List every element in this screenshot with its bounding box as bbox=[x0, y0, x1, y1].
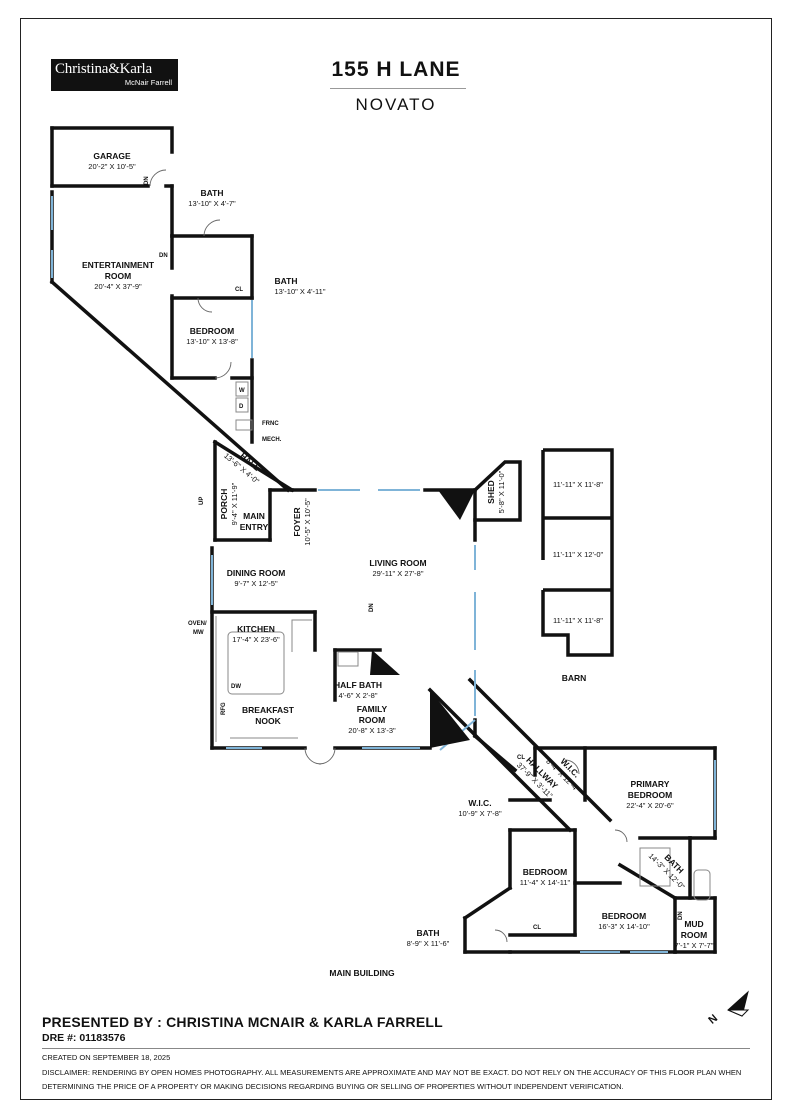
mud-room-dims: 7'-1" X 7'-7" bbox=[674, 941, 713, 950]
wic-left-dims: 10'-9" X 7'-8" bbox=[458, 809, 502, 818]
kitchen-dims: 17'-4" X 23'-6" bbox=[232, 635, 280, 644]
bath-top-dims: 13'-10" X 4'-7" bbox=[188, 199, 236, 208]
property-city: NOVATO bbox=[355, 95, 437, 114]
barn-walls bbox=[541, 448, 614, 657]
bath-bottom-label: BATH bbox=[417, 928, 440, 938]
logo-surnames: McNair Farrell bbox=[124, 78, 172, 87]
presented-by: PRESENTED BY : CHRISTINA MCNAIR & KARLA … bbox=[42, 1014, 443, 1030]
room-labels: GARAGE 20'-2" X 10'-5" BATH 13'-10" X 4'… bbox=[82, 151, 714, 978]
stairs-dn-entertainment: DN bbox=[159, 253, 168, 259]
interior-details bbox=[215, 381, 711, 901]
oven-label-2: MW bbox=[193, 630, 204, 636]
barn-room-1-dims: 11'-11" X 11'-8" bbox=[553, 480, 603, 489]
closet-label-bottom: CL bbox=[533, 925, 541, 931]
compass-north-label: N bbox=[706, 1012, 720, 1026]
property-address: 155 H LANE bbox=[331, 58, 461, 81]
shed-dims: 5'-8" X 11'-0" bbox=[497, 470, 506, 513]
kitchen-label: KITCHEN bbox=[237, 624, 275, 634]
bath-mid-label: BATH bbox=[275, 276, 298, 286]
family-room-label: FAMILY bbox=[357, 704, 388, 714]
washer-label: W bbox=[239, 388, 245, 394]
stairs-up-porch: UP bbox=[199, 497, 205, 505]
family-room-label-2: ROOM bbox=[359, 715, 385, 725]
half-bath-corner bbox=[370, 650, 400, 675]
living-room-label: LIVING ROOM bbox=[369, 558, 426, 568]
living-room-dims: 29'-11" X 27'-8" bbox=[373, 569, 424, 578]
fixture-labels: DN DN CL W D FRNC MECH. UP FP DN OVEN/ M… bbox=[144, 176, 684, 931]
fireplace-label: FP bbox=[454, 505, 464, 515]
foyer-dims: 10'-5" X 10'-5" bbox=[303, 498, 312, 546]
stairs-dn-mud: DN bbox=[678, 911, 684, 920]
main-building-label: MAIN BUILDING bbox=[329, 968, 395, 978]
primary-bedroom-dims: 22'-4" X 20'-6" bbox=[626, 801, 674, 810]
primary-bedroom-label-2: BEDROOM bbox=[628, 790, 672, 800]
bath-mid-dims: 13'-10" X 4'-11" bbox=[275, 287, 326, 296]
stairs-dn-garage: DN bbox=[144, 176, 150, 185]
garage-dims: 20'-2" X 10'-5" bbox=[88, 162, 136, 171]
bath-bottom-dims: 8'-9" X 11'-6" bbox=[407, 939, 450, 948]
windows bbox=[51, 196, 716, 953]
stairs-dn-living: DN bbox=[369, 603, 375, 612]
doors bbox=[149, 169, 628, 943]
created-date: CREATED ON SEPTEMBER 18, 2025 bbox=[42, 1053, 171, 1062]
garage-label: GARAGE bbox=[93, 151, 131, 161]
porch-label: PORCH bbox=[219, 489, 229, 520]
oven-label: OVEN/ bbox=[188, 621, 207, 627]
brand-logo: Christina&Karla McNair Farrell bbox=[51, 59, 178, 91]
exterior-walls bbox=[49, 126, 717, 954]
closet-label-top: CL bbox=[235, 287, 243, 293]
bedroom-top-label: BEDROOM bbox=[190, 326, 234, 336]
breakfast-nook-label-2: NOOK bbox=[255, 716, 281, 726]
porch-dims: 9'-4" X 11'-9" bbox=[230, 482, 239, 525]
breakfast-nook-label: BREAKFAST bbox=[242, 705, 295, 715]
foyer-label: FOYER bbox=[292, 507, 302, 536]
furnace-label: FRNC bbox=[262, 421, 279, 427]
entertainment-label-2: ROOM bbox=[105, 271, 131, 281]
half-bath-label: HALF BATH bbox=[334, 680, 382, 690]
dre-number: DRE #: 01183576 bbox=[42, 1032, 126, 1044]
wic-left-label: W.I.C. bbox=[468, 798, 491, 808]
shed-label: SHED bbox=[486, 480, 496, 504]
logo-name: Christina&Karla bbox=[55, 61, 152, 77]
disclaimer: DISCLAIMER: RENDERING BY OPEN HOMES PHOT… bbox=[42, 1068, 742, 1091]
bedroom-a-label: BEDROOM bbox=[523, 867, 567, 877]
dishwasher-label: DW bbox=[231, 684, 241, 690]
dining-room-label: DINING ROOM bbox=[227, 568, 286, 578]
barn-room-2-dims: 11'-11" X 12'-0" bbox=[553, 550, 604, 559]
dining-room-dims: 9'-7" X 12'-5" bbox=[234, 579, 278, 588]
main-entry-label-2: ENTRY bbox=[240, 522, 269, 532]
closet-label-primary: CL bbox=[517, 755, 525, 761]
bedroom-b-label: BEDROOM bbox=[602, 911, 646, 921]
compass-icon: N bbox=[706, 990, 750, 1027]
hallway-corner bbox=[430, 690, 470, 748]
bedroom-top-dims: 13'-10" X 13'-8" bbox=[186, 337, 238, 346]
title-divider bbox=[330, 88, 466, 89]
bedroom-b-dims: 16'-3" X 14'-10" bbox=[598, 922, 650, 931]
footer-divider bbox=[42, 1048, 750, 1049]
family-room-dims: 20'-8" X 13'-3" bbox=[348, 726, 396, 735]
barn-room-3-dims: 11'-11" X 11'-8" bbox=[553, 616, 603, 625]
primary-bedroom-label: PRIMARY bbox=[631, 779, 670, 789]
mud-room-label: MUD bbox=[684, 919, 703, 929]
bath-top-label: BATH bbox=[201, 188, 224, 198]
page-frame bbox=[20, 18, 772, 1100]
main-entry-label: MAIN bbox=[243, 511, 265, 521]
mud-room-label-2: ROOM bbox=[681, 930, 707, 940]
mechanical-label: MECH. bbox=[262, 437, 282, 443]
entertainment-dims: 20'-4" X 37'-9" bbox=[94, 282, 142, 291]
dryer-label: D bbox=[239, 404, 244, 410]
barn-label: BARN bbox=[562, 673, 587, 683]
bedroom-a-dims: 11'-4" X 14'-11" bbox=[520, 878, 571, 887]
half-bath-dims: 4'-6" X 2'-8" bbox=[338, 691, 377, 700]
fireplace bbox=[438, 490, 475, 520]
refrigerator-label: RFG bbox=[221, 702, 227, 715]
entertainment-label: ENTERTAINMENT bbox=[82, 260, 155, 270]
